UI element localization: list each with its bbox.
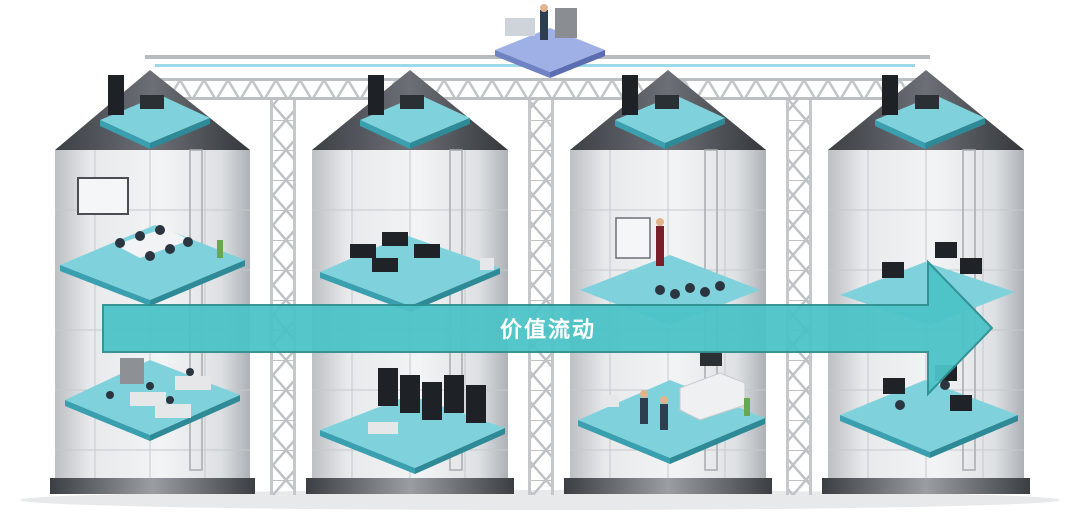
silo-4 [822,70,1030,494]
top-control-platform [495,4,605,78]
silo-1 [50,70,255,494]
silo-2 [306,70,514,494]
vertical-trusses [270,100,812,495]
value-flow-arrow: 价值流动 [102,259,994,397]
silo-3 [564,70,772,494]
arrow-label: 价值流动 [500,317,596,343]
